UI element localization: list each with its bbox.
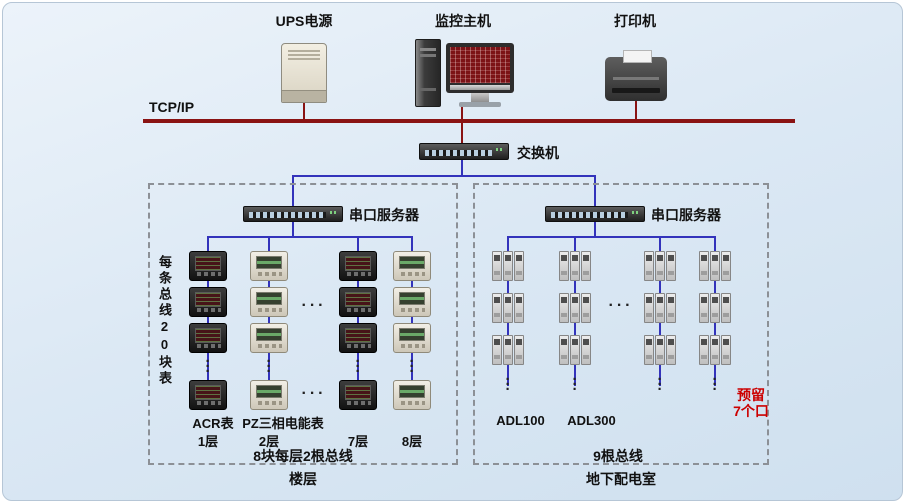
vertical-ellipsis: · · · (505, 371, 511, 398)
host-connector-line (461, 107, 463, 119)
printer-label: 打印机 (614, 13, 656, 29)
adl-module-icon (644, 293, 676, 323)
floor-region-box (148, 183, 458, 465)
switch-icon (419, 143, 509, 160)
pz-meter-icon (250, 251, 288, 281)
adl-module-icon (492, 335, 524, 365)
monitor-stand-icon (471, 93, 489, 102)
adl-module-icon (492, 251, 524, 281)
floor-7-label: 7层 (347, 434, 369, 449)
adl-module-icon (699, 251, 731, 281)
ups-icon (281, 43, 327, 103)
ups-label: UPS电源 (275, 13, 333, 29)
monitor-icon (446, 43, 514, 93)
vertical-ellipsis: · · · (409, 353, 415, 380)
basement-region-label: 地下配电室 (586, 471, 656, 487)
acr-meter-icon (189, 323, 227, 353)
meter-column-floor2: · · · (250, 251, 288, 410)
vertical-ellipsis: · · · (266, 353, 272, 380)
adl-module-icon (559, 293, 591, 323)
horizontal-ellipsis: ··· (301, 385, 327, 402)
monitor-stand-base-icon (459, 102, 501, 107)
basement-bus-summary: 9根总线 (593, 448, 643, 464)
bus-line (507, 236, 716, 238)
pz-meter-icon (393, 287, 431, 317)
branch-line (292, 175, 596, 177)
printer-connector-line (635, 101, 637, 119)
adl-module-icon (559, 251, 591, 281)
acr-type-label: ACR表 (192, 416, 234, 431)
adl-module-icon (644, 335, 676, 365)
serial-server-label-right: 串口服务器 (651, 207, 721, 223)
serial-server-icon (545, 206, 645, 222)
bus-line (207, 236, 413, 238)
acr-meter-icon (339, 380, 377, 410)
vertical-ellipsis: · · · (205, 353, 211, 380)
adl-module-icon (559, 335, 591, 365)
acr-meter-icon (339, 251, 377, 281)
basement-region-box (473, 183, 769, 465)
adl300-label: ADL300 (567, 413, 616, 428)
printer-icon (605, 50, 667, 101)
floor-bus-summary: 8块每层2根总线 (253, 448, 353, 464)
floor-2-label: 2层 (258, 434, 280, 449)
pz-type-label: PZ三相电能表 (242, 416, 324, 431)
bus-line (594, 222, 596, 236)
horizontal-ellipsis: ··· (608, 297, 634, 314)
adl-module-icon (492, 293, 524, 323)
acr-meter-icon (339, 287, 377, 317)
adl-column-1: · · · (491, 251, 525, 398)
adl-module-icon (644, 251, 676, 281)
meter-column-floor1: · · · (189, 251, 227, 410)
adl-module-icon (699, 293, 731, 323)
adl-column-4: · · · (698, 251, 732, 398)
adl100-label: ADL100 (496, 413, 545, 428)
meter-column-floor7: · · · (339, 251, 377, 410)
adl-column-2: · · · (558, 251, 592, 398)
acr-meter-icon (189, 251, 227, 281)
monitor-host-label: 监控主机 (435, 13, 491, 29)
floor-8-label: 8层 (401, 434, 423, 449)
ups-connector-line (303, 103, 305, 119)
right-server-drop-line (594, 175, 596, 206)
vertical-ellipsis: · · · (657, 371, 663, 398)
bus-line (292, 222, 294, 236)
tcpip-label: TCP/IP (149, 99, 195, 115)
horizontal-ellipsis: ··· (301, 297, 327, 314)
vertical-ellipsis: · · · (712, 371, 718, 398)
reserved-ports-note: 预留 7个口 (733, 387, 769, 419)
serial-server-label-left: 串口服务器 (349, 207, 419, 223)
pz-meter-icon (250, 287, 288, 317)
computer-tower-icon (415, 39, 441, 107)
floor-1-label: 1层 (197, 434, 219, 449)
pz-meter-icon (250, 380, 288, 410)
pz-meter-icon (393, 380, 431, 410)
meter-column-floor8: · · · (393, 251, 431, 410)
switch-label: 交换机 (517, 145, 559, 161)
bus-capacity-note: 每条总线20块表 (157, 255, 172, 387)
floor-region-label: 楼层 (289, 471, 317, 487)
adl-column-3: · · · (643, 251, 677, 398)
pz-meter-icon (393, 251, 431, 281)
pz-meter-icon (250, 323, 288, 353)
acr-meter-icon (189, 287, 227, 317)
acr-meter-icon (189, 380, 227, 410)
vertical-ellipsis: · · · (572, 371, 578, 398)
backbone-to-switch-line (461, 123, 463, 143)
pz-meter-icon (393, 323, 431, 353)
serial-server-icon (243, 206, 343, 222)
switch-stem-line (461, 160, 463, 175)
left-server-drop-line (292, 175, 294, 206)
adl-module-icon (699, 335, 731, 365)
vertical-ellipsis: · · · (355, 353, 361, 380)
tcpip-backbone-line (143, 119, 795, 123)
acr-meter-icon (339, 323, 377, 353)
